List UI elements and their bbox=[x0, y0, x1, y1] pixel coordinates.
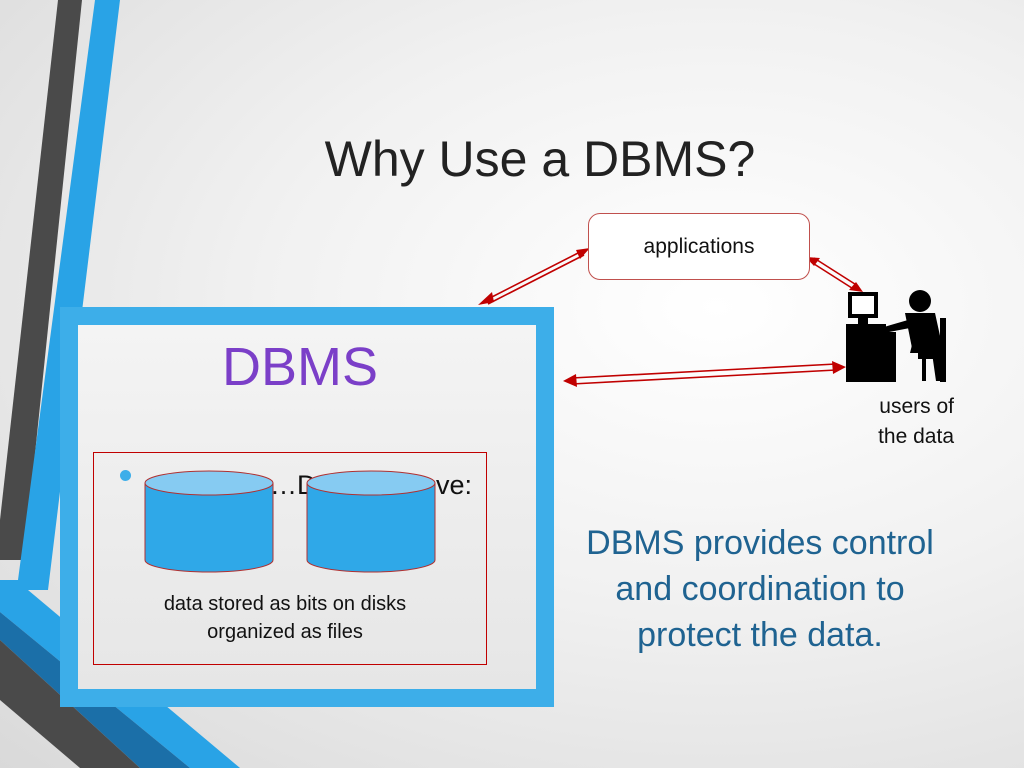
slide-title: Why Use a DBMS? bbox=[324, 131, 756, 187]
provides-line-1: DBMS provides control bbox=[586, 524, 934, 562]
arrow-applications-users bbox=[813, 257, 859, 287]
users-label: users of the data bbox=[830, 392, 954, 452]
blue-stripe bbox=[0, 0, 120, 590]
users-label-line-1: users of bbox=[879, 395, 954, 418]
storage-box bbox=[93, 452, 487, 665]
arrow-dbms-applications bbox=[485, 250, 583, 301]
applications-label: applications bbox=[643, 234, 755, 258]
computer-user-icon bbox=[846, 290, 946, 382]
provides-text: DBMS provides control and coordination t… bbox=[560, 520, 960, 658]
users-label-line-2: the data bbox=[878, 425, 954, 448]
dbms-label: DBMS bbox=[221, 337, 378, 397]
provides-line-2: and coordination to bbox=[615, 570, 905, 608]
disk-label: data stored as bits on disks organized a… bbox=[110, 590, 460, 646]
bullet-tail: ve: bbox=[436, 470, 473, 500]
arrow-dbms-users bbox=[571, 363, 837, 379]
disk-label-line-2: organized as files bbox=[207, 621, 363, 643]
arrows bbox=[485, 250, 859, 385]
disk-label-line-1: data stored as bits on disks bbox=[163, 593, 407, 615]
bullet-icon bbox=[120, 470, 131, 481]
dark-stripe bbox=[0, 0, 82, 560]
provides-line-3: protect the data. bbox=[637, 616, 883, 654]
applications-box: applications bbox=[588, 213, 810, 280]
